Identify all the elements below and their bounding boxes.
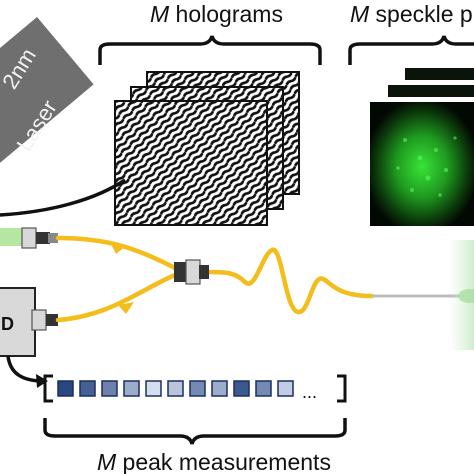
coupler-boot-left [174, 262, 188, 282]
speckle-title: M speckle p [350, 1, 473, 27]
detector: D [0, 287, 36, 357]
measurement-square [211, 380, 228, 397]
laser-source: 2nm Laser [0, 16, 94, 165]
speckle-brace [348, 35, 474, 65]
peak-measurements [57, 380, 294, 397]
speckle-card-back [405, 68, 474, 80]
measurements-brace [43, 418, 347, 445]
slm-control-cable [0, 178, 126, 217]
speckle-stack [370, 68, 474, 226]
measurement-square [57, 380, 74, 397]
hologram-card-front [114, 100, 268, 226]
input-connector-boot [36, 232, 50, 244]
return-fiber-arrowhead [118, 302, 134, 314]
detector-output-arrowhead [36, 374, 48, 388]
measurement-square [79, 380, 96, 397]
holograms-brace [98, 35, 322, 65]
measurements-title: M peak measurements [97, 449, 331, 474]
detector-label: D [1, 314, 14, 334]
output-fiber-wave [205, 247, 375, 315]
measurements-left-bracket [43, 374, 53, 403]
measurements-right-bracket [337, 374, 347, 403]
input-ferrule [48, 233, 58, 243]
measurement-square [189, 380, 206, 397]
measurement-square [167, 380, 184, 397]
fiber-coupler [185, 259, 201, 285]
detector-connector-boot [46, 314, 58, 326]
speckle-card-front [370, 102, 474, 226]
return-fiber [55, 272, 178, 323]
detector-connector [31, 309, 47, 331]
coupler-boot-right [199, 265, 209, 279]
input-fiber-arrowhead [110, 242, 126, 254]
hologram-stack [114, 71, 300, 226]
measurement-square [123, 380, 140, 397]
measurement-square [277, 380, 294, 397]
holograms-title: M holograms [150, 1, 283, 27]
measurement-square [145, 380, 162, 397]
measurements-ellipsis: ... [302, 382, 317, 402]
optical-fibers [55, 235, 375, 323]
detector-output-arrow [6, 355, 41, 383]
input-connector [21, 227, 37, 249]
measurement-square [101, 380, 118, 397]
measurement-square [233, 380, 250, 397]
input-coupler [0, 228, 22, 246]
measurement-square [255, 380, 272, 397]
speckle-card-middle [388, 85, 474, 97]
output-spot [458, 289, 474, 303]
